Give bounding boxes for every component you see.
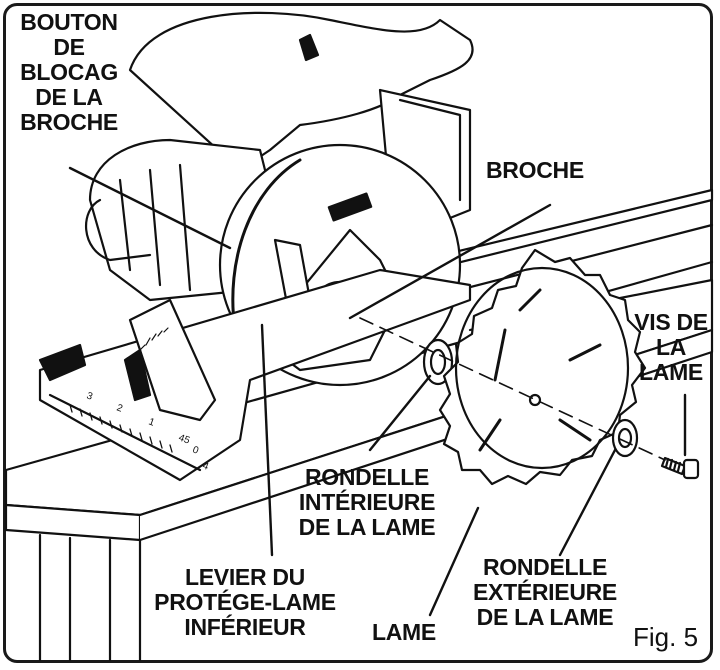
scale-number: 3 <box>85 390 94 402</box>
scale-number: 45 <box>177 432 192 446</box>
label-rondelle-interieure: RONDELLE INTÉRIEURE DE LA LAME <box>298 464 436 540</box>
label-rondelle-exterieure: RONDELLE EXTÉRIEURE DE LA LAME <box>473 554 617 630</box>
label-bouton-blocage: BOUTON DE BLOCAG DE LA BROCHE <box>20 9 118 135</box>
scale-number: 4 <box>201 460 210 472</box>
figure-caption: Fig. 5 <box>633 622 699 652</box>
scale-number: 2 <box>115 402 124 414</box>
assembly-axis <box>359 317 666 461</box>
bevel-scale <box>139 327 169 351</box>
outer-washer <box>611 418 639 458</box>
base-plate <box>38 268 472 482</box>
label-levier-protege-lame: LEVIER DU PROTÉGE-LAME INFÉRIEUR <box>154 564 336 640</box>
label-lame: LAME <box>372 619 436 645</box>
saw-blade <box>438 248 647 486</box>
scale-number: 1 <box>147 416 156 428</box>
scale-number: 0 <box>191 444 200 456</box>
bevel-bracket <box>128 298 217 422</box>
base-ruler <box>69 404 173 453</box>
label-broche: BROCHE <box>486 157 584 183</box>
leader-lines <box>68 166 687 617</box>
label-vis-lame: VIS DE LA LAME <box>634 309 708 385</box>
blade-screw <box>660 456 700 480</box>
